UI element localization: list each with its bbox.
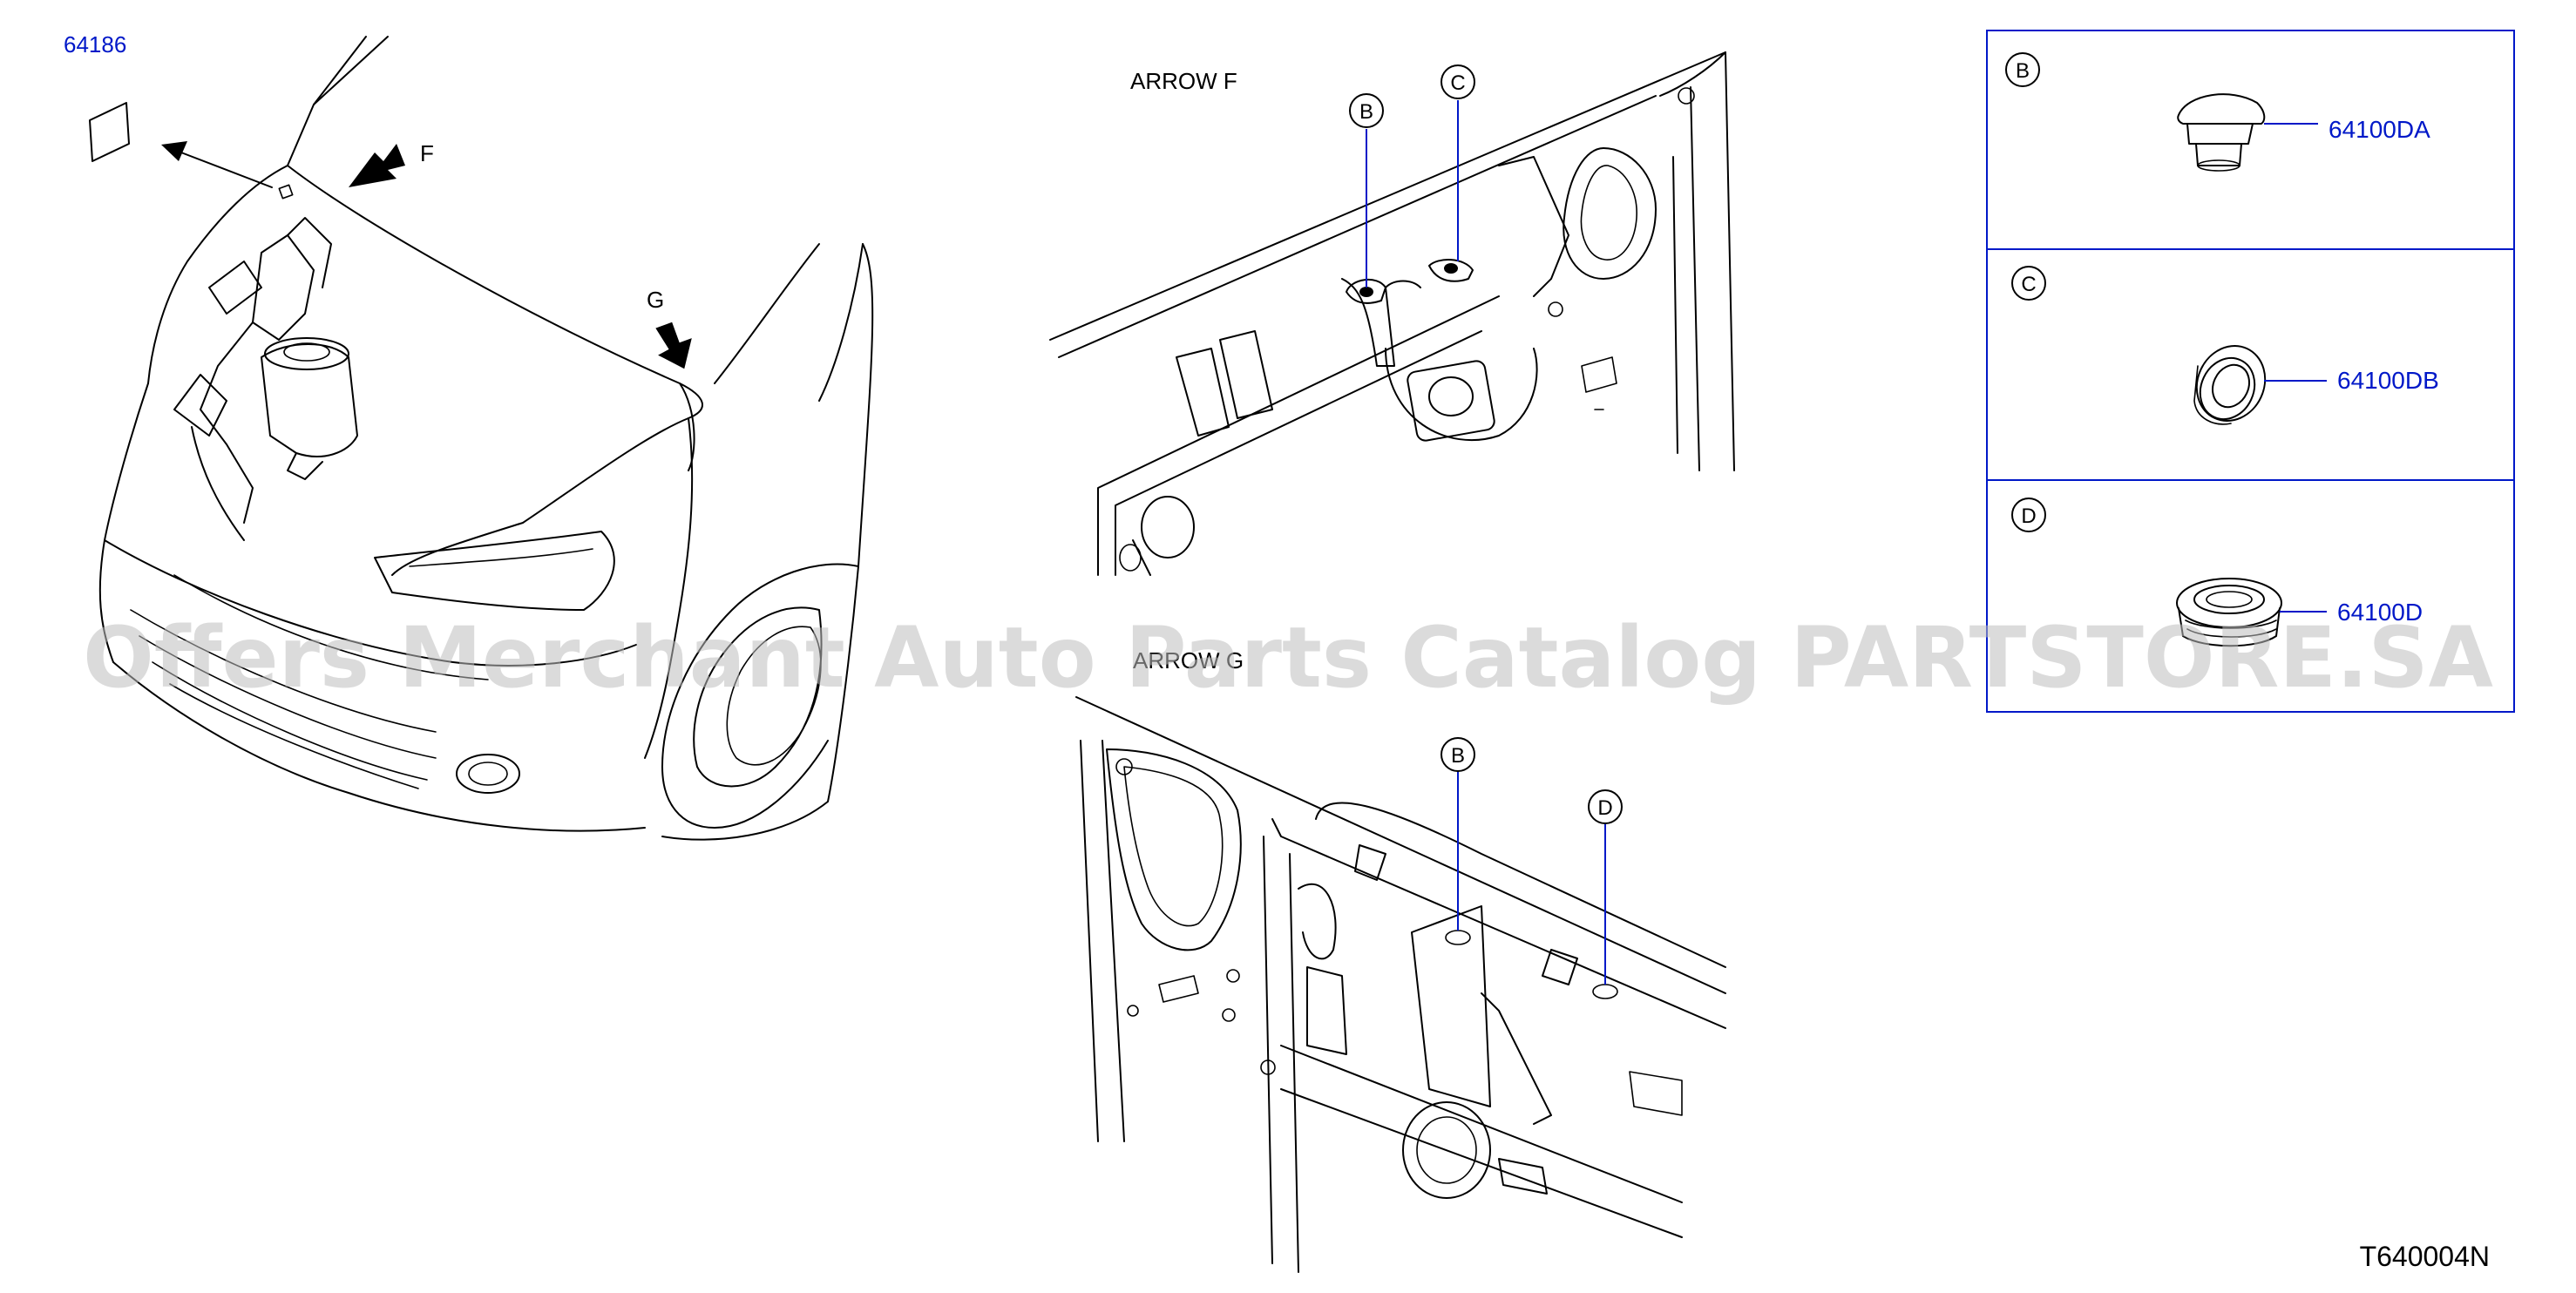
- arrow-g-view: [1075, 696, 1726, 1273]
- legend-panel-frame: [1986, 30, 2515, 713]
- part-number-64100da: 64100DA: [2329, 116, 2430, 143]
- legend-panel-c: C 64100DB: [2011, 266, 2439, 425]
- arrow-f-view: [1049, 51, 1735, 576]
- callout-d-letter: D: [1597, 796, 1612, 820]
- part-number-64100db: 64100DB: [2337, 367, 2439, 394]
- arrow-g-view-title: ARROW G: [1133, 647, 1244, 674]
- legend-panel-d: D 64100D: [2011, 498, 2423, 647]
- arrow-f-view-title: ARROW F: [1130, 68, 1237, 94]
- label-sticker-icon: [89, 102, 130, 162]
- legend-b-letter: B: [2016, 59, 2030, 83]
- callout-d-marker: [1588, 789, 1623, 824]
- arrow-head-icon: [161, 141, 187, 161]
- grommet-d-icon: [2176, 578, 2282, 647]
- callout-c-letter: C: [1450, 71, 1465, 95]
- arrow-f-icon: [349, 144, 405, 187]
- legend-d-letter: D: [2021, 504, 2036, 528]
- callout-b-letter: B: [1359, 100, 1373, 124]
- diagram-code: T640004N: [2360, 1241, 2490, 1272]
- callout-c-marker: [1441, 64, 1475, 99]
- grommet-b-icon: [2177, 93, 2266, 172]
- part-number-64186: 64186: [64, 31, 126, 58]
- vehicle-overview: [89, 36, 874, 841]
- grommet-c-icon: [2193, 345, 2267, 425]
- callout-b-letter-g: B: [1451, 744, 1465, 768]
- legend-panel-b: B 64100DA: [2005, 52, 2430, 172]
- watermark-text: Offers Merchant Auto Parts Catalog PARTS…: [83, 609, 2493, 707]
- legend-c-letter: C: [2021, 273, 2036, 296]
- callout-b-marker-g: [1441, 737, 1475, 772]
- arrow-g-icon: [655, 322, 692, 369]
- arrow-g-label: G: [647, 287, 664, 313]
- callout-b-marker: [1349, 93, 1384, 128]
- arrow-f-label: F: [420, 140, 434, 166]
- part-number-64100d: 64100D: [2337, 599, 2423, 626]
